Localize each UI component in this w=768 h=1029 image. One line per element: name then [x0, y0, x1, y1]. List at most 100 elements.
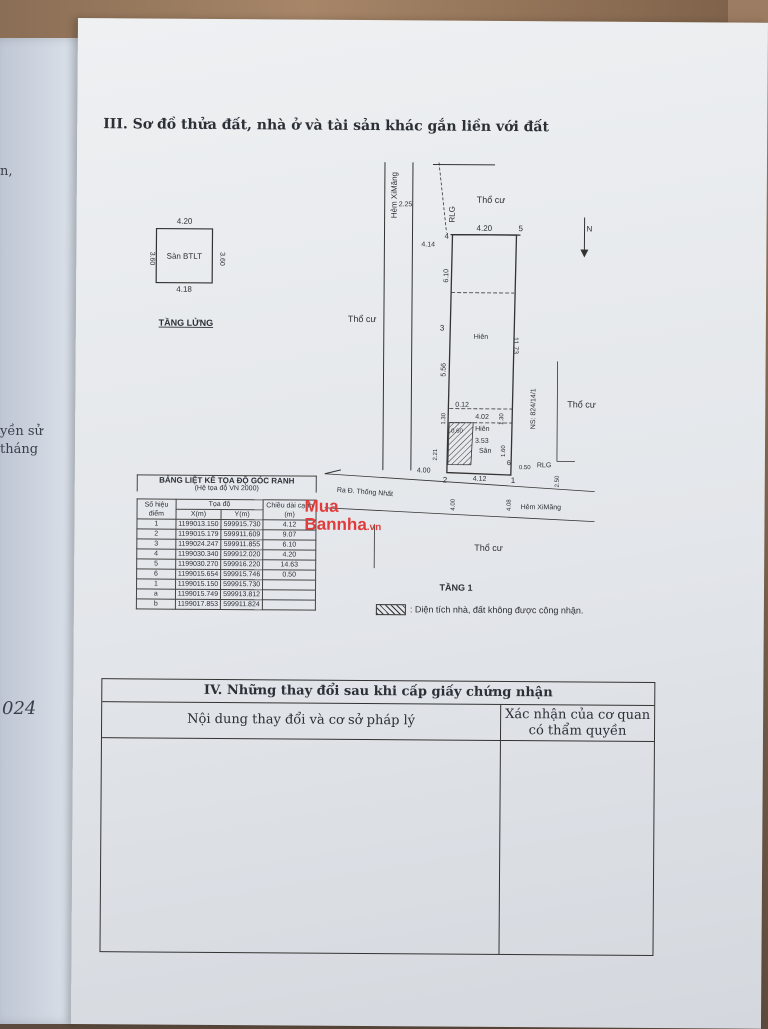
dimension-label: 0.60: [451, 429, 463, 435]
table-cell: 599915.730: [221, 520, 263, 530]
table-header: Số hiệu điểm: [137, 499, 176, 519]
dimension-label: 4.20: [477, 224, 493, 233]
mezzanine-label: Sàn BTLT: [167, 252, 203, 261]
table-cell: 1: [137, 579, 176, 589]
watermark-text: Mua: [305, 498, 382, 517]
table-cell: 1199015.179: [176, 529, 221, 539]
dimension-label: 4.02: [475, 414, 489, 421]
north-arrow-head-icon: [580, 250, 588, 258]
setback-line: [439, 163, 447, 233]
table-cell: 0.50: [263, 570, 316, 580]
dimension-label: 1.30: [499, 413, 505, 425]
hatch-swatch-icon: [376, 604, 406, 615]
legend: : Diện tích nhà, đất không được công nhậ…: [376, 604, 584, 617]
changes-table: IV. Những thay đổi sau khi cấp giấy chứn…: [99, 678, 655, 956]
table-cell: a: [136, 589, 175, 599]
table-cell: 1199015.654: [175, 569, 220, 579]
dimension-label: 1.30: [441, 412, 447, 424]
corner-point: 3: [440, 324, 445, 333]
coordinate-table-title: BẢNG LIỆT KÊ TỌA ĐỘ GÓC RANH (Hệ tọa độ …: [137, 474, 317, 492]
floor-caption: TẦNG 1: [439, 583, 472, 593]
table-cell: 1199015.150: [175, 579, 220, 589]
table-cell: [263, 590, 316, 600]
road-label: Ra Đ. Thống Nhất: [337, 485, 394, 498]
watermark-text: Bannha: [304, 515, 366, 534]
dimension-label: 3.60: [148, 252, 155, 266]
dimension-label: 5.56: [441, 363, 448, 377]
boundary-line: [557, 361, 558, 461]
table-cell: 1199015.749: [175, 589, 220, 599]
table-cell: 1199017.853: [175, 599, 220, 609]
dimension-label: 1.60: [501, 445, 507, 457]
watermark-logo: Mua Bannha.vn: [304, 498, 381, 538]
table-cell: 599913.812: [221, 590, 263, 600]
table-cell: 599911.855: [221, 540, 263, 550]
table-cell: 2: [137, 529, 176, 539]
table-cell: 1: [137, 519, 176, 529]
dimension-label: 11.73: [512, 337, 519, 354]
land-use-label: Thổ cư: [477, 195, 506, 205]
room-label: Hiên: [475, 426, 490, 433]
mezzanine-caption: TẦNG LỬNG: [159, 317, 214, 328]
dimension-label: 4.00: [417, 467, 431, 474]
corner-point: 5: [519, 224, 524, 233]
table-cell: 599915.730: [221, 580, 263, 590]
changes-confirmation-column: Xác nhận của cơ quan có thẩm quyền: [499, 705, 654, 955]
table-cell: 5: [137, 559, 176, 569]
dimension-label: 3.60: [218, 252, 225, 266]
dimension-label: 6.10: [443, 269, 450, 283]
land-use-label: Thổ cư: [474, 543, 503, 553]
coordinate-table: Số hiệu điểm Tọa độ Chiều dài cạnh (m) X…: [136, 498, 317, 610]
table-header: X(m): [176, 509, 221, 519]
dimension-label: 4.18: [176, 285, 192, 294]
table-cell: 3: [137, 539, 176, 549]
corner-point: 2: [443, 476, 448, 485]
column-header: Xác nhận của cơ quan có thẩm quyền: [501, 705, 654, 742]
table-cell: 599911.609: [221, 530, 263, 540]
road-label: Hẻm XiMăng: [521, 504, 562, 511]
boundary-line: [383, 162, 385, 470]
dimension-label: 4.08: [507, 499, 513, 511]
dimension-label: 0.12: [455, 402, 469, 409]
room-label: Sân: [479, 448, 492, 455]
dimension-label: 4.14: [421, 241, 435, 248]
coordinate-table-subtitle: (Hệ tọa độ VN 2000): [138, 484, 316, 492]
dimension-label: 4.12: [473, 476, 487, 483]
road-label: Hẻm XiMăng: [390, 172, 399, 218]
left-page-text: tháng: [0, 442, 38, 457]
dimension-label: 2.50: [555, 475, 561, 487]
setback-label: RLG: [448, 206, 457, 223]
table-cell: 6.10: [263, 540, 316, 550]
road-arrow: [325, 470, 341, 474]
changes-content-column: Nội dung thay đổi và cơ sở pháp lý: [100, 702, 501, 954]
table-cell: 599915.746: [221, 570, 263, 580]
table-cell: 599911.824: [220, 600, 262, 610]
table-cell: 1199013.150: [176, 519, 221, 529]
table-cell: 14.63: [263, 560, 316, 570]
left-page-text: yền sử: [0, 424, 43, 439]
table-cell: 1199030.340: [175, 549, 220, 559]
table-header: Tọa độ: [176, 499, 263, 510]
room-label: Hiên: [474, 334, 489, 341]
table-cell: 599912.020: [221, 550, 263, 560]
dimension-label: 4.20: [177, 217, 193, 226]
table-cell: 1199030.270: [175, 559, 220, 569]
table-cell: [262, 600, 315, 610]
dimension-label: 0.50: [519, 465, 531, 471]
table-header: Y(m): [221, 510, 263, 520]
mezzanine-plan: 4.20 4.18 3.60 3.60 Sàn BTLT TẦNG LỬNG: [148, 216, 226, 328]
table-cell: [263, 580, 316, 590]
left-page-handwriting: 024: [2, 698, 36, 719]
table-cell: b: [136, 599, 175, 609]
corner-point: 4: [444, 232, 449, 241]
column-header: Nội dung thay đổi và cơ sở pháp lý: [102, 702, 500, 741]
table-cell: 1199024.247: [176, 539, 221, 549]
legend-text: : Diện tích nhà, đất không được công nhậ…: [410, 604, 584, 615]
dimension-label: 2.25: [399, 201, 413, 208]
table-cell: 6: [137, 569, 176, 579]
corner-point: 6: [507, 460, 511, 467]
corner-point: 1: [511, 476, 516, 485]
left-page-text: n,: [0, 164, 13, 179]
dimension-label: 2.21: [433, 448, 439, 460]
